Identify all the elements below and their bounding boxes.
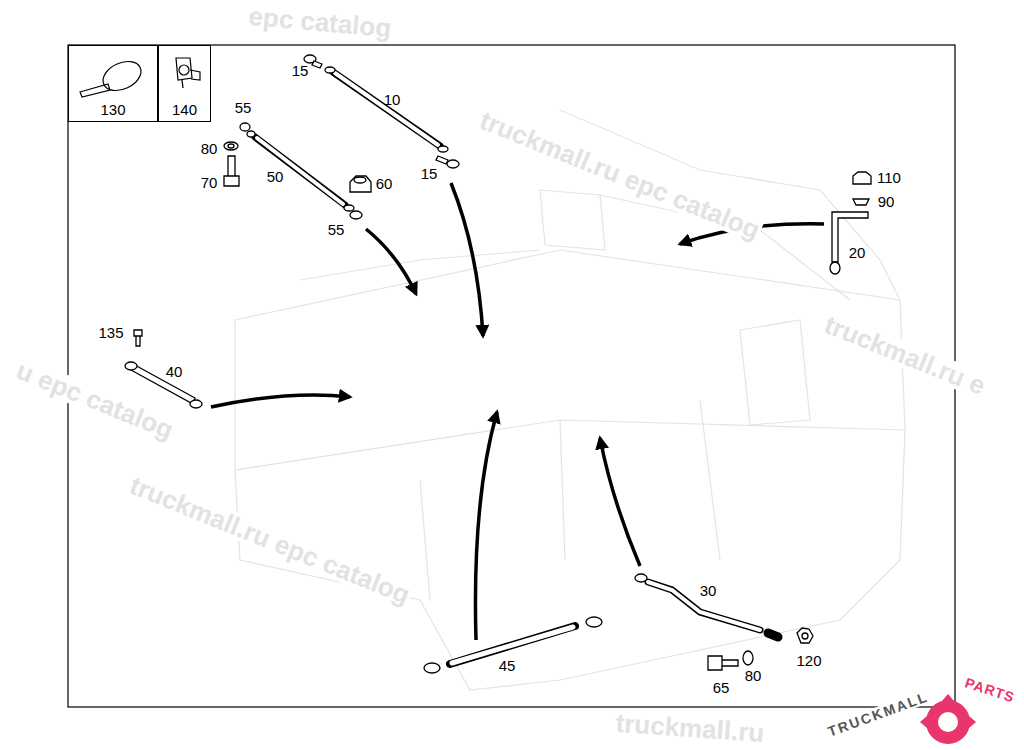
bracket <box>830 262 840 274</box>
cable <box>333 72 440 146</box>
bracket <box>830 212 868 274</box>
callout-number: 45 <box>499 658 516 673</box>
nut <box>802 633 808 639</box>
cable-tie-icon <box>80 84 110 97</box>
cable <box>257 138 343 204</box>
nut <box>797 628 813 643</box>
ground-strap <box>125 330 202 408</box>
washer <box>743 651 753 665</box>
inset-box: 130 <box>68 45 158 122</box>
ring-terminal <box>312 61 322 68</box>
ground-strap <box>190 400 202 408</box>
callout-number: 90 <box>878 194 895 209</box>
cable <box>335 73 438 145</box>
ring-terminal <box>247 131 255 137</box>
callout-number: 15 <box>421 166 438 181</box>
clip-icon <box>190 70 200 80</box>
washer <box>853 199 869 205</box>
callout-number: 140 <box>159 102 210 117</box>
assembly-arrow <box>600 438 640 566</box>
engine-outline <box>740 320 810 425</box>
clip-icon <box>176 58 200 88</box>
assembly-arrow <box>211 183 824 640</box>
callout-number: 80 <box>201 141 218 156</box>
cable <box>255 137 345 205</box>
fastener <box>224 142 871 670</box>
rivet <box>134 330 142 346</box>
ring-terminal <box>344 205 354 211</box>
washer <box>228 144 234 148</box>
clip-icon <box>179 65 189 75</box>
watermark: truckmall.ru epc catalog <box>475 106 766 244</box>
logo-gear <box>938 712 958 732</box>
logo-text: TRUCKMALL <box>824 689 932 740</box>
engine-outline <box>235 110 905 690</box>
frame <box>68 45 955 707</box>
ground-strap <box>131 364 195 404</box>
ground-strap <box>125 362 137 370</box>
callout-number: 80 <box>745 668 762 683</box>
engine-outline <box>300 250 540 280</box>
assembly-arrow <box>451 183 483 336</box>
clip-icon <box>182 80 183 88</box>
engine-outline <box>540 190 605 250</box>
assembly-arrow <box>366 229 416 294</box>
bracket <box>832 212 868 262</box>
logo-gear <box>926 700 970 744</box>
callout-number: 135 <box>98 325 123 340</box>
cable <box>768 633 778 637</box>
cable <box>648 582 760 630</box>
callout-number: 20 <box>849 245 866 260</box>
bolt <box>708 656 738 670</box>
callout-number: 130 <box>69 102 157 117</box>
ring-terminal <box>350 211 362 219</box>
nut <box>350 176 371 192</box>
ring-terminal <box>424 663 440 673</box>
ring-terminal <box>635 574 647 582</box>
bolt <box>224 156 239 186</box>
ring-terminal <box>447 160 459 168</box>
callout-number: 120 <box>796 653 821 668</box>
callout-number: 15 <box>292 63 309 78</box>
callout-number: 65 <box>713 680 730 695</box>
cable-tie-icon <box>98 56 145 96</box>
clip-icon <box>176 58 192 80</box>
logo-text: PARTS <box>963 675 1016 704</box>
watermark: epc catalog <box>246 3 395 42</box>
callout-number: 110 <box>877 170 901 185</box>
ring-terminal <box>325 67 335 73</box>
watermark: truckmall.ru epc catalog <box>125 471 416 609</box>
ring-terminal <box>438 146 448 152</box>
nut <box>354 177 366 183</box>
callout-number: 55 <box>235 100 252 115</box>
ring-terminal <box>240 123 250 131</box>
cable-tie-icon <box>80 56 146 97</box>
cable <box>648 582 760 630</box>
callout-number: 10 <box>384 92 401 107</box>
callout-number: 40 <box>166 364 183 379</box>
callout-number: 30 <box>700 583 717 598</box>
engine-outline <box>420 400 720 600</box>
assembly-arrow <box>211 395 350 407</box>
washer <box>224 142 238 150</box>
watermark: truckmall.ru <box>613 710 767 747</box>
nut <box>853 172 871 184</box>
callout-number: 60 <box>376 176 393 191</box>
ring-terminal <box>586 617 602 627</box>
engine-outline <box>235 250 905 470</box>
callout-number: 50 <box>267 169 284 184</box>
watermark: u epc catalog <box>11 356 179 444</box>
assembly-arrow <box>475 412 497 640</box>
callout-number: 55 <box>328 222 345 237</box>
callout-number: 70 <box>201 175 218 190</box>
watermark: truckmall.ru e <box>819 310 991 399</box>
inset-box: 140 <box>158 45 211 122</box>
ring-terminal <box>436 156 448 164</box>
